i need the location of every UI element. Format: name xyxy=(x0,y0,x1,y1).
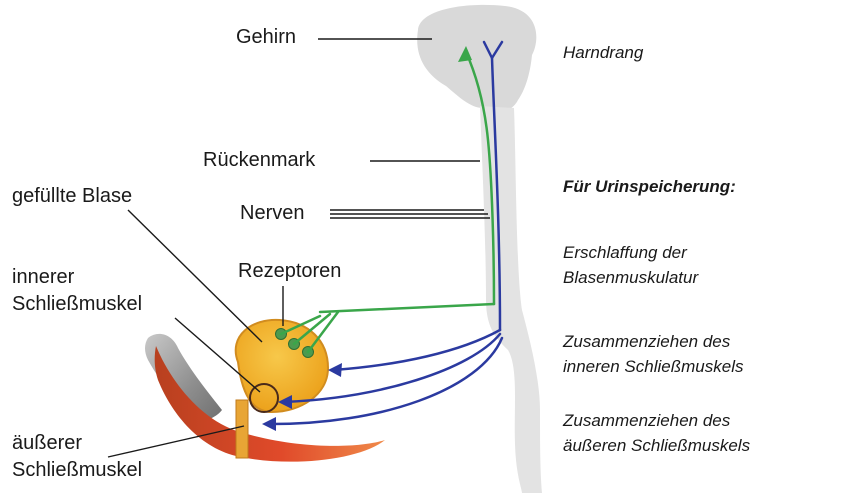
label-gehirn: Gehirn xyxy=(236,26,297,48)
brain-shape xyxy=(417,4,537,114)
leader-line-innerer-schliessmuskel xyxy=(174,317,261,393)
label-schliessmuskel-aussen: Schließmuskel xyxy=(12,459,143,481)
label-nerven: Nerven xyxy=(240,202,305,224)
text-zusammen-aussen-line1: Zusammenziehen des xyxy=(563,411,731,430)
bladder-shape xyxy=(234,318,330,414)
label-innerer: innerer xyxy=(12,266,75,288)
text-harndrang: Harndrang xyxy=(563,43,644,62)
leader-line-aeusserer-schliessmuskel xyxy=(107,425,245,458)
label-aeusserer: äußerer xyxy=(12,432,83,454)
text-zusammen-aussen-line2: äußeren Schließmuskels xyxy=(563,436,751,455)
label-rezeptoren: Rezeptoren xyxy=(238,260,342,282)
leader-lines xyxy=(107,38,490,458)
efferent-arrowhead xyxy=(262,417,276,431)
afferent-nerve-pathway xyxy=(279,50,496,354)
label-rueckenmark: Rückenmark xyxy=(203,149,316,171)
text-erschlaffung-line1: Erschlaffung der xyxy=(563,243,687,262)
label-schliessmuskel-innen: Schließmuskel xyxy=(12,293,143,315)
label-gefuellte-blase: gefüllte Blase xyxy=(12,185,133,207)
text-zusammen-innen-line1: Zusammenziehen des xyxy=(563,332,731,351)
efferent-nerve-pathway xyxy=(266,40,504,426)
efferent-arrowhead xyxy=(328,363,342,377)
afferent-arrowhead xyxy=(458,46,472,62)
inner-sphincter-ring xyxy=(249,383,279,413)
pelvic-bone-shape xyxy=(145,333,222,422)
spinal-cord-shape xyxy=(480,106,542,493)
text-erschlaffung-line2: Blasenmuskulatur xyxy=(563,268,699,287)
leader-line-gefuellte-blase xyxy=(127,209,263,343)
text-zusammen-innen-line2: inneren Schließmuskels xyxy=(563,357,744,376)
text-fuer-urinspeicherung: Für Urinspeicherung: xyxy=(563,177,736,196)
efferent-arrowhead xyxy=(278,395,292,409)
urethra-shape xyxy=(235,399,249,459)
